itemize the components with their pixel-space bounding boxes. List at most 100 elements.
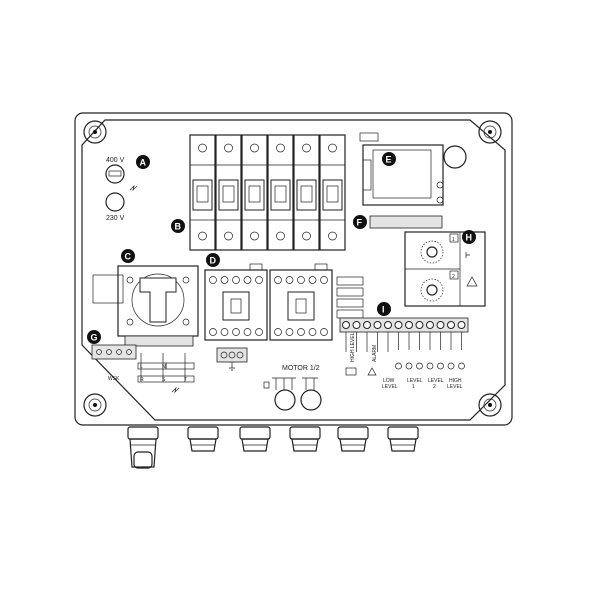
contactors <box>204 263 333 341</box>
svg-text:S: S <box>162 377 166 383</box>
corner-screws <box>83 120 502 417</box>
svg-text:A: A <box>140 158 147 168</box>
terminal-screw <box>394 321 403 329</box>
svg-text:D: D <box>210 256 217 266</box>
float-switch-icon <box>447 362 455 370</box>
contactor <box>204 263 268 341</box>
marker-d: D <box>206 253 220 267</box>
lightning-icon <box>171 386 180 394</box>
supply-wiring: L N R S T <box>137 353 195 394</box>
svg-text:I: I <box>382 305 385 315</box>
svg-text:T: T <box>184 377 187 383</box>
marker-b: B <box>171 219 185 233</box>
breaker-pole <box>241 134 268 251</box>
motor-1-icon <box>274 389 296 411</box>
terminal-screw <box>415 321 424 329</box>
motor-symbols <box>263 377 322 411</box>
terminal-screw <box>352 321 361 329</box>
marker-g: G <box>87 330 101 344</box>
marker-c: C <box>121 249 135 263</box>
float-switch-icon <box>426 362 434 370</box>
cable-gland <box>239 426 271 452</box>
marker-e: E <box>382 152 396 166</box>
screw-icon <box>83 120 107 144</box>
svg-text:HIGH: HIGH <box>449 378 462 384</box>
wsk-label: WSK <box>108 376 120 382</box>
svg-text:ALARM: ALARM <box>372 345 378 362</box>
svg-text:C: C <box>125 252 132 262</box>
svg-text:E: E <box>386 155 392 165</box>
terminal-screw <box>405 321 413 329</box>
float-switch-icon <box>437 362 444 370</box>
cable-gland <box>127 426 159 469</box>
terminal-screw <box>342 321 350 329</box>
svg-text:H: H <box>466 233 473 243</box>
svg-text:2: 2 <box>433 384 436 390</box>
svg-text:LEVEL: LEVEL <box>382 384 398 390</box>
potentiometer-2-icon[interactable] <box>420 278 444 302</box>
breaker-pole <box>293 134 320 251</box>
aux-relays <box>336 276 364 319</box>
warning-icon <box>466 276 478 287</box>
float-switch-icon <box>405 362 413 370</box>
svg-text:LOW: LOW <box>383 378 395 384</box>
terminal-g: WSK <box>91 344 137 382</box>
cable-glands <box>127 426 419 469</box>
breaker-pole <box>267 134 294 251</box>
float-switch-icon <box>458 362 465 370</box>
alarm-warning-icon <box>367 367 377 376</box>
cable-gland <box>337 426 369 452</box>
fuse-holders: 400 V 230 V <box>105 157 138 222</box>
marker-f: F <box>353 215 367 229</box>
terminal-screw <box>373 321 382 329</box>
screw-icon <box>83 393 107 417</box>
potentiometer-1-icon[interactable] <box>420 240 444 264</box>
terminal-screw <box>457 321 466 329</box>
screw-icon <box>478 393 502 417</box>
cable-gland <box>187 426 219 452</box>
svg-text:B: B <box>175 222 182 232</box>
svg-text:LEVEL: LEVEL <box>447 384 463 390</box>
voltage-400-label: 400 V <box>106 157 125 164</box>
main-switch <box>92 265 199 347</box>
svg-text:1: 1 <box>452 237 455 243</box>
svg-text:G: G <box>91 333 98 343</box>
svg-text:HIGH LEVEL: HIGH LEVEL <box>350 332 356 362</box>
screw-icon <box>478 120 502 144</box>
svg-text:N: N <box>162 364 166 370</box>
lightning-icon <box>129 184 138 192</box>
svg-text:1: 1 <box>412 384 415 390</box>
breaker-pole <box>189 134 216 251</box>
voltage-230-label: 230 V <box>106 215 125 222</box>
earth-terminal <box>216 347 248 371</box>
circuit-breakers <box>189 134 346 251</box>
float-switch-icon <box>416 362 423 370</box>
svg-text:2: 2 <box>452 274 455 280</box>
breaker-pole <box>319 134 346 251</box>
enclosure-outer <box>74 112 513 426</box>
terminal-screw <box>436 321 445 329</box>
motor-label: MOTOR 1/2 <box>282 365 320 372</box>
terminal-screw <box>363 321 371 329</box>
marker-a: A <box>136 155 150 169</box>
svg-text:L: L <box>140 364 143 370</box>
cable-gland <box>387 426 419 452</box>
svg-text:LEVEL: LEVEL <box>407 378 423 384</box>
ground-icon <box>229 362 235 371</box>
marker-i: I <box>377 302 391 316</box>
terminal-screw <box>384 321 392 329</box>
marker-h: H <box>462 230 476 244</box>
terminal-screw <box>426 321 434 329</box>
alarm-device-icon <box>345 367 357 376</box>
float-switch-icon <box>395 362 402 370</box>
svg-text:R: R <box>140 377 144 383</box>
amp-adjust-module: 1 2 <box>404 231 486 307</box>
motor-2-icon <box>300 389 322 411</box>
contactor <box>269 263 333 341</box>
rail-terminal-f <box>369 215 443 229</box>
svg-text:F: F <box>357 218 363 228</box>
transformer <box>359 132 467 206</box>
terminal-block-i <box>339 317 469 370</box>
